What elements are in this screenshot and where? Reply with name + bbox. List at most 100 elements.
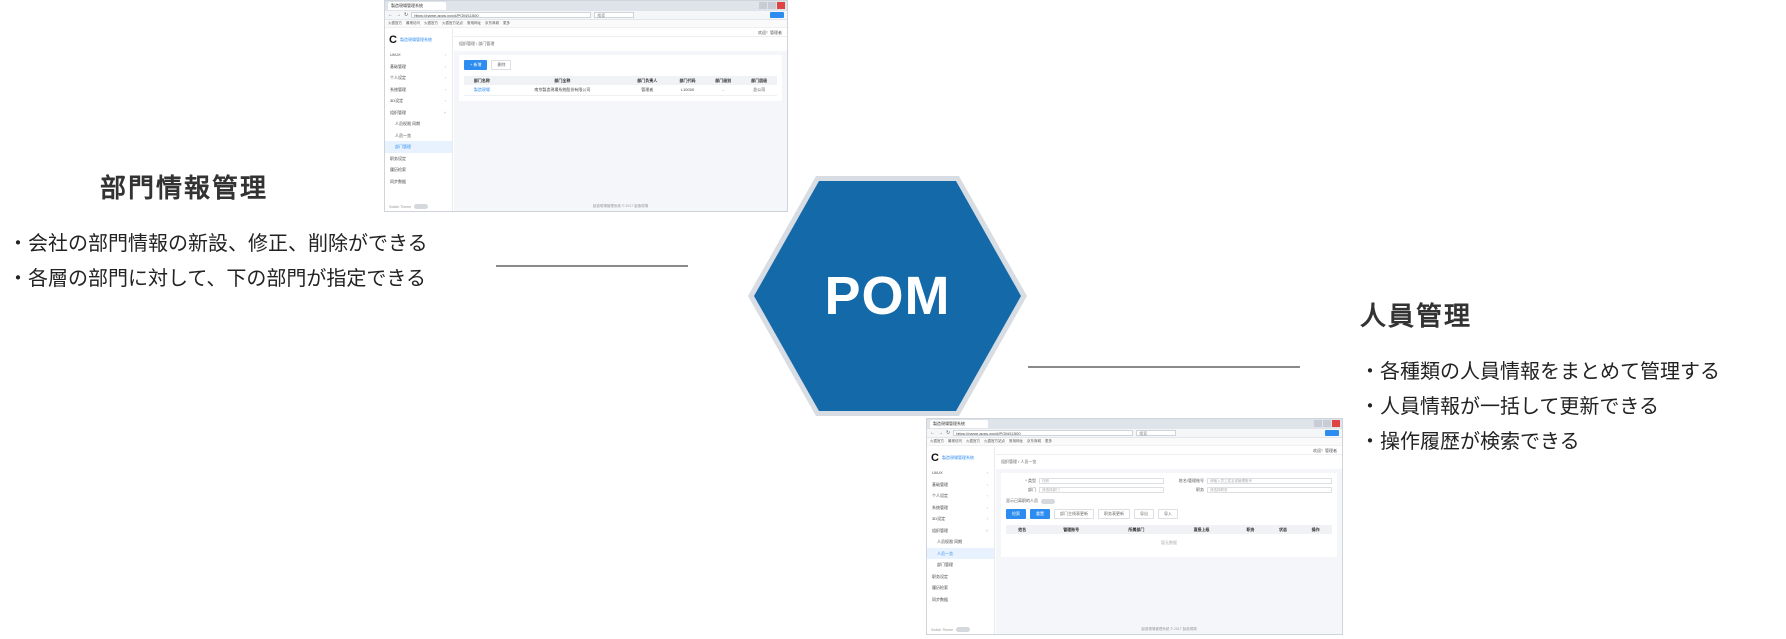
department-select[interactable]: 请选择部门 xyxy=(1039,487,1164,493)
sidebar-item[interactable]: UI/UX› xyxy=(390,52,446,57)
field-label: 职务 xyxy=(1196,487,1204,492)
position-select[interactable]: 请选择职务 xyxy=(1207,487,1332,493)
column-header: 职务 xyxy=(1234,525,1267,534)
position-update-button[interactable]: 职务表更新 xyxy=(1098,509,1130,519)
sidebar-item[interactable]: 系统管理› xyxy=(932,504,988,510)
sidebar-item[interactable]: 履历检索 xyxy=(390,167,406,172)
reset-button[interactable]: 重置 xyxy=(1030,509,1050,519)
toggle-switch[interactable] xyxy=(1041,498,1055,504)
user-greeting[interactable]: 欢迎！管理者 xyxy=(758,30,782,35)
bookmark[interactable]: 常用网址 xyxy=(467,21,481,25)
close-icon[interactable] xyxy=(1332,420,1340,427)
personnel-management-bullets: ・各種類の人員情報をまとめて管理する ・人員情報が一括して更新できる ・操作履歴… xyxy=(1360,354,1720,459)
add-button[interactable]: + 新增 xyxy=(464,60,488,70)
type-select[interactable]: 在职 xyxy=(1039,478,1164,484)
browser-tab[interactable]: 製造現場管理系統 xyxy=(930,420,988,428)
maximize-icon[interactable] xyxy=(1323,420,1331,427)
sidebar-item[interactable]: 个人设定› xyxy=(390,75,446,80)
url-field[interactable]: https://name.apps.xxx/#/POM/11500 xyxy=(411,12,592,18)
bookmark[interactable]: 火狐官方 xyxy=(966,439,980,443)
minimize-icon[interactable] xyxy=(759,2,767,9)
delete-button[interactable]: 删除 xyxy=(491,60,512,70)
sidebar-item[interactable]: 基础管理› xyxy=(932,481,988,487)
sidebar-item[interactable]: 组织管理˅ xyxy=(932,527,988,533)
sidebar-item[interactable]: 同步数据 xyxy=(390,178,406,184)
sidebar-item[interactable]: 履历检索 xyxy=(932,585,948,590)
sidebar-subitem[interactable]: 人员权限 同期 xyxy=(937,539,963,544)
bookmark[interactable]: 火狐官方 xyxy=(424,21,438,25)
sidebar-item[interactable]: 3D设定› xyxy=(390,98,446,103)
app-footer: 製造現場管理系統 © 2017 製造現場 xyxy=(1141,627,1197,631)
column-header: 部门层级 xyxy=(741,76,777,85)
form-row: 姓名/管理账号 请输入员工姓名或管理账号 xyxy=(1174,478,1332,484)
table-row[interactable]: 製造現場 南京製造現場系統股份有限公司 管理者 L10000 - 总公司 xyxy=(464,85,777,96)
sidebar-item[interactable]: UI/UX› xyxy=(932,470,988,475)
toggle-switch[interactable] xyxy=(414,204,429,209)
browser-titlebar: 製造現場管理系統 xyxy=(385,1,787,11)
pom-hexagon: POM xyxy=(744,172,1031,420)
reload-icon[interactable]: ↻ xyxy=(946,430,951,436)
sidebar-item[interactable]: 组织管理˅ xyxy=(390,109,446,115)
search-button[interactable]: 检索 xyxy=(1006,509,1026,519)
minimize-icon[interactable] xyxy=(1314,420,1322,427)
toggle-switch[interactable] xyxy=(956,627,971,632)
bookmark[interactable]: 常用网址 xyxy=(1009,439,1023,443)
sidebar-item[interactable]: 职务设定 xyxy=(390,155,406,161)
sidebar-subitem[interactable]: 部门管理 xyxy=(937,562,953,567)
department-update-button[interactable]: 部门主线表更新 xyxy=(1054,509,1094,519)
bookmark[interactable]: 更多 xyxy=(1045,439,1052,443)
sidebar-subitem-active[interactable]: 人员一览 xyxy=(927,547,994,559)
forward-icon[interactable]: → xyxy=(396,12,401,18)
extension-icon[interactable] xyxy=(770,12,784,18)
toolbar: + 新增 删除 xyxy=(464,60,777,70)
field-label: 部门 xyxy=(1028,487,1036,492)
browser-search-field[interactable]: 搜索 xyxy=(1136,430,1177,436)
breadcrumb: 组织管理 / 部门管理 xyxy=(454,37,787,51)
bookmark[interactable]: 火狐官方 xyxy=(930,439,944,443)
department-table: 部门名称 部门全称 部门负责人 部门代码 部门级别 部门层级 製造現場 南京製造… xyxy=(464,76,777,96)
sidebar-item[interactable]: 基础管理› xyxy=(390,63,446,69)
back-icon[interactable]: ← xyxy=(930,430,935,436)
column-header: 姓名 xyxy=(1006,525,1039,534)
personnel-table: 姓名 管理账号 所属部门 直接上级 职务 状态 操作 xyxy=(1006,525,1332,534)
sidebar-subitem-active[interactable]: 部门管理 xyxy=(385,141,452,153)
bookmark[interactable]: 更多 xyxy=(503,21,510,25)
sidebar-item[interactable]: 职务设定 xyxy=(932,573,948,579)
name-input[interactable]: 请输入员工姓名或管理账号 xyxy=(1207,478,1332,484)
close-icon[interactable] xyxy=(777,2,785,9)
bookmark[interactable]: 最常访问 xyxy=(948,439,962,443)
bookmark[interactable]: 火狐官方站点 xyxy=(984,439,1005,443)
bookmark[interactable]: 京东商城 xyxy=(1027,439,1041,443)
extension-icon[interactable] xyxy=(1325,430,1339,436)
url-field[interactable]: https://name.apps.xxx/#/POM/11500 xyxy=(953,430,1134,436)
sidebar-item[interactable]: 系统管理› xyxy=(390,86,446,92)
sidebar-item[interactable]: 同步数据 xyxy=(932,596,948,602)
theme-switch[interactable]: Switch Theme xyxy=(931,627,971,632)
theme-switch[interactable]: Switch Theme xyxy=(389,204,429,209)
forward-icon[interactable]: → xyxy=(938,430,943,436)
table-cell[interactable]: 製造現場 xyxy=(464,85,500,96)
field-label: * 类型 xyxy=(1025,478,1036,483)
table-cell: 总公司 xyxy=(741,85,777,96)
bookmark[interactable]: 火狐官方站点 xyxy=(442,21,463,25)
bookmark[interactable]: 火狐官方 xyxy=(388,21,402,25)
bullet-item: ・各種類の人員情報をまとめて管理する xyxy=(1360,359,1720,383)
bookmark[interactable]: 京东商城 xyxy=(485,21,499,25)
sidebar-item[interactable]: 3D设定› xyxy=(932,516,988,521)
top-bar: 欢迎！管理者 xyxy=(454,29,787,37)
user-greeting[interactable]: 欢迎！管理者 xyxy=(1313,448,1337,453)
back-icon[interactable]: ← xyxy=(388,12,393,18)
sidebar-subitem[interactable]: 人员一览 xyxy=(395,132,411,138)
export-button[interactable]: 导出 xyxy=(1134,509,1154,519)
column-header: 操作 xyxy=(1299,525,1332,534)
bookmark[interactable]: 最常访问 xyxy=(406,21,420,25)
maximize-icon[interactable] xyxy=(768,2,776,9)
import-button[interactable]: 导入 xyxy=(1158,509,1178,519)
breadcrumb: 组织管理 / 人员一览 xyxy=(996,455,1342,469)
browser-tab[interactable]: 製造現場管理系統 xyxy=(388,2,446,10)
reload-icon[interactable]: ↻ xyxy=(404,12,409,18)
sidebar-item[interactable]: 个人设定› xyxy=(932,493,988,498)
show-retired-toggle[interactable]: 显示已离职的人员 xyxy=(1006,498,1332,504)
sidebar-subitem[interactable]: 人员权限 同期 xyxy=(395,121,421,126)
browser-search-field[interactable]: 搜索 xyxy=(594,12,635,18)
